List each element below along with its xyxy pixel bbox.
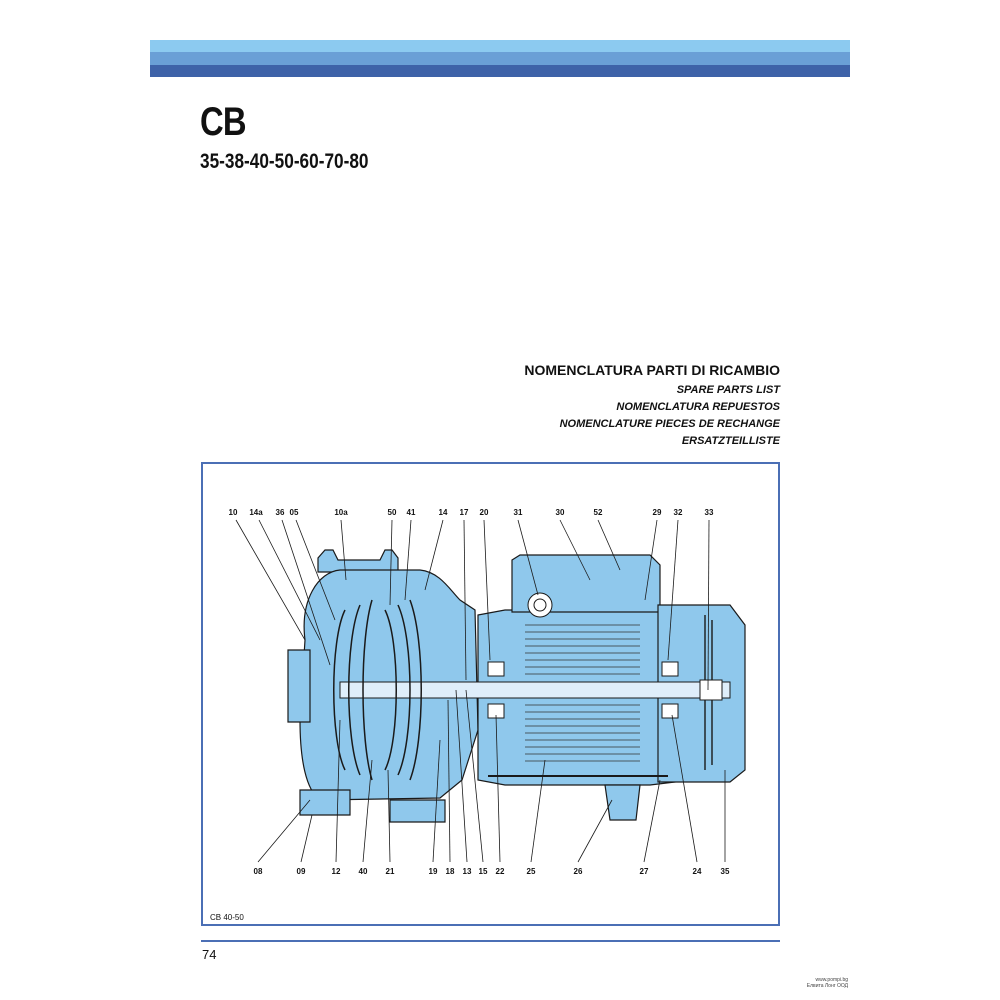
credit-mark: www.pompi.bg Елвита Лонг ООД [800, 977, 848, 989]
part-label-14: 14 [439, 508, 448, 517]
product-title: CB [200, 100, 247, 144]
part-label-31: 31 [514, 508, 523, 517]
part-label-32: 32 [674, 508, 683, 517]
part-label-21: 21 [386, 867, 395, 876]
part-label-13: 13 [463, 867, 472, 876]
top-part-labels: 10 14a 36 05 10a 50 41 14 17 20 31 30 52 29 32 33 [229, 508, 714, 517]
page-number: 74 [202, 947, 217, 962]
part-label-10: 10 [229, 508, 238, 517]
part-label-20: 20 [480, 508, 489, 517]
heading-spanish: NOMENCLATURA REPUESTOS [616, 401, 780, 413]
part-label-18: 18 [446, 867, 455, 876]
credit-line-1: www.pompi.bg [815, 977, 848, 983]
spare-parts-headings: NOMENCLATURA PARTI DI RICAMBIO SPARE PAR… [524, 362, 780, 450]
part-label-25: 25 [527, 867, 536, 876]
part-label-36: 36 [276, 508, 285, 517]
footer-rule [201, 940, 780, 942]
part-label-41: 41 [407, 508, 416, 517]
header-band-light [150, 40, 850, 52]
part-label-29: 29 [653, 508, 662, 517]
part-label-17: 17 [460, 508, 469, 517]
heading-german: ERSATZTEILLISTE [681, 435, 780, 447]
part-label-10a: 10a [334, 508, 348, 517]
part-label-30: 30 [556, 508, 565, 517]
model-list: 35-38-40-50-60-70-80 [200, 150, 369, 173]
header-band-dark [150, 65, 850, 77]
part-label-08: 08 [254, 867, 263, 876]
part-label-26: 26 [574, 867, 583, 876]
part-label-50: 50 [388, 508, 397, 517]
bottom-part-labels: 08 09 12 40 21 19 18 13 15 22 25 26 27 24 35 [254, 867, 730, 876]
part-label-27: 27 [640, 867, 649, 876]
part-label-24: 24 [693, 867, 702, 876]
part-label-15: 15 [479, 867, 488, 876]
part-label-05: 05 [290, 508, 299, 517]
part-label-22: 22 [496, 867, 505, 876]
part-label-09: 09 [297, 867, 306, 876]
drawing-frame [201, 462, 780, 926]
heading-english: SPARE PARTS LIST [676, 384, 780, 396]
header-band-mid [150, 52, 850, 65]
part-label-12: 12 [332, 867, 341, 876]
heading-french: NOMENCLATURE PIECES DE RECHANGE [559, 418, 780, 430]
credit-line-2: Елвита Лонг ООД [806, 983, 848, 989]
part-label-19: 19 [429, 867, 438, 876]
part-label-52: 52 [594, 508, 603, 517]
part-label-14a: 14a [249, 508, 263, 517]
part-label-35: 35 [721, 867, 730, 876]
figure-caption: CB 40-50 [210, 913, 244, 922]
heading-italian: NOMENCLATURA PARTI DI RICAMBIO [524, 362, 780, 378]
part-label-40: 40 [359, 867, 368, 876]
part-label-33: 33 [705, 508, 714, 517]
